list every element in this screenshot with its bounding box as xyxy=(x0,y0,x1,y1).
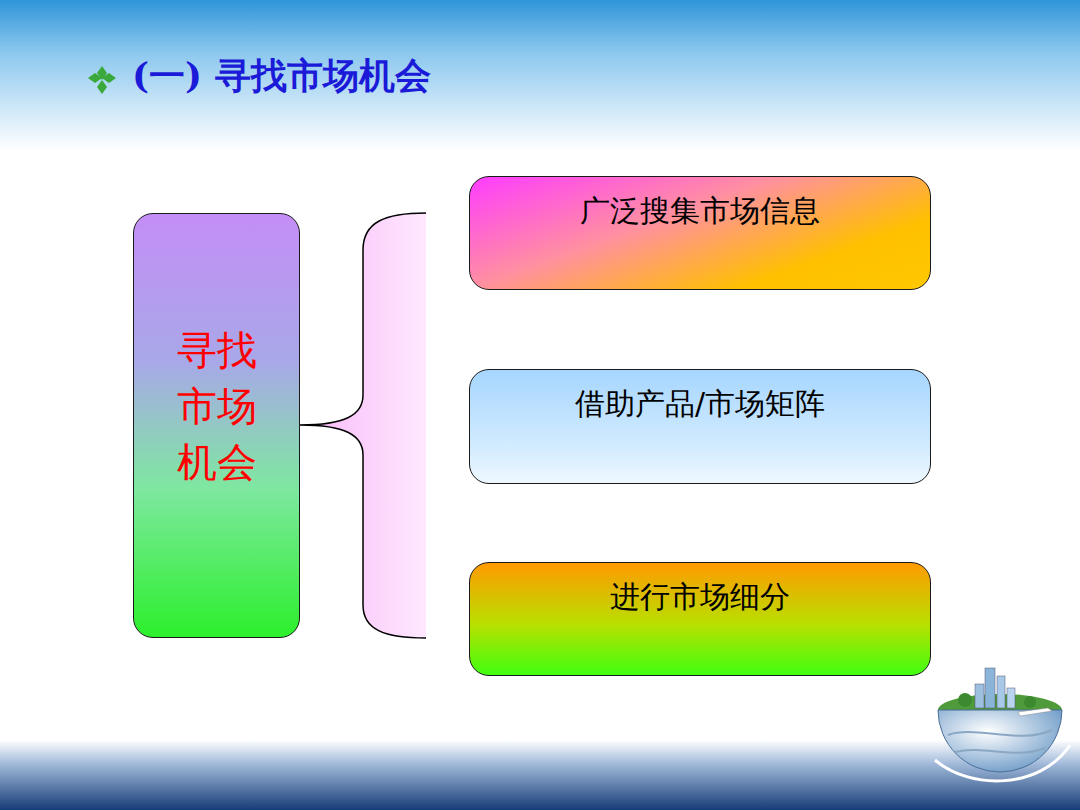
method-label: 进行市场细分 xyxy=(610,577,790,616)
root-box: 寻找市场机会 xyxy=(133,213,300,638)
curly-brace-outline xyxy=(300,213,426,638)
bullet-symbol xyxy=(88,66,116,94)
method-box: 借助产品/市场矩阵 xyxy=(469,369,931,484)
method-label: 广泛搜集市场信息 xyxy=(580,191,820,230)
method-box: 进行市场细分 xyxy=(469,562,931,676)
curly-brace xyxy=(300,213,426,638)
globe-illustration xyxy=(935,668,1070,781)
node-label: 寻找市场机会 xyxy=(177,322,257,490)
method-box: 广泛搜集市场信息 xyxy=(469,176,931,290)
slide-title: (一) 寻找市场机会 xyxy=(132,52,431,101)
method-label: 借助产品/市场矩阵 xyxy=(575,384,825,423)
